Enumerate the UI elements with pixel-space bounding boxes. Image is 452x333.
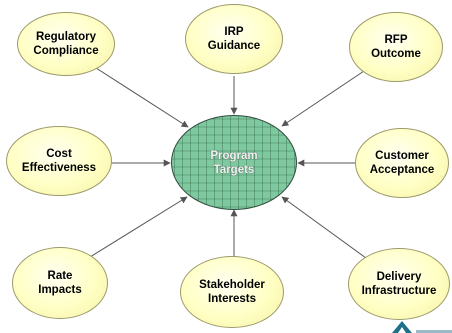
node-program-targets: Program Targets [171,115,297,210]
node-irp-guidance: IRP Guidance [185,4,283,74]
node-cost-effectiveness: Cost Effectiveness [6,126,112,196]
node-stakeholder-interests: Stakeholder Interests [180,256,284,328]
node-delivery-infrastructure: Delivery Infrastructure [348,248,450,320]
node-customer-acceptance: Customer Acceptance [355,128,449,198]
arrow-rfp [281,66,371,127]
logo-fragment-icon [392,321,452,333]
arrow-rate [89,196,188,258]
node-rfp-outcome: RFP Outcome [349,12,443,82]
arrow-delivery [281,196,367,259]
node-rate-impacts: Rate Impacts [12,247,108,319]
node-regulatory-compliance: Regulatory Compliance [17,12,115,76]
arrow-regulatory [95,67,189,128]
